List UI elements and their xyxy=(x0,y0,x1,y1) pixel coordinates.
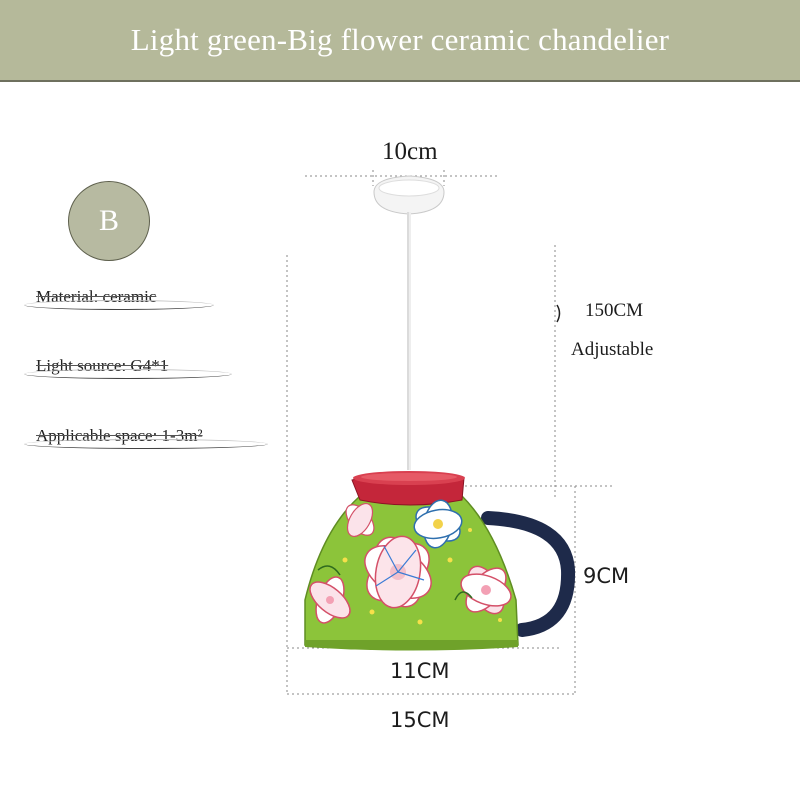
variant-badge: B xyxy=(68,181,150,261)
cord-adjustable-label: Adjustable xyxy=(571,339,654,360)
bracket-mark xyxy=(556,304,561,323)
ceiling-canopy xyxy=(373,175,445,215)
cord-length-label: 150CM xyxy=(585,300,644,321)
base-width-label: 11CM xyxy=(390,659,450,683)
cup-handle xyxy=(481,511,576,637)
total-width-label: 15CM xyxy=(390,708,450,732)
cup-height-label: 9CM xyxy=(583,564,630,588)
page-title: Light green-Big flower ceramic chandelie… xyxy=(130,22,670,57)
teacup-shade xyxy=(304,471,519,651)
title-banner: Light green-Big flower ceramic chandelie… xyxy=(0,0,800,82)
underline-swoosh xyxy=(24,439,268,449)
canopy-width-label: 10cm xyxy=(382,138,438,165)
underline-swoosh xyxy=(24,300,214,310)
flower-decoration xyxy=(309,499,512,625)
underline-swoosh xyxy=(24,369,232,379)
